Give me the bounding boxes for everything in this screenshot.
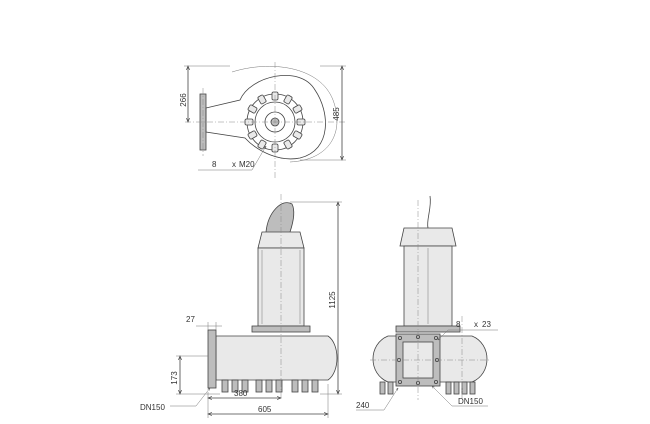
- front-outlet-label: DN150: [458, 397, 483, 406]
- flange-bolt-hole: [433, 379, 438, 384]
- dim-1125: 1125: [328, 291, 337, 309]
- side-foot-fin: [241, 379, 249, 393]
- side-foot-fin: [311, 379, 319, 393]
- top-bolt-times: x: [232, 160, 236, 169]
- motor-fin: [283, 139, 293, 150]
- front-bolt-spec: 23: [482, 320, 491, 329]
- front-top-cap: [399, 227, 457, 247]
- flange-bolt-hole: [397, 379, 402, 384]
- dim-27: 27: [186, 315, 195, 324]
- motor-fin: [247, 130, 258, 140]
- dim-173: 173: [170, 371, 179, 385]
- motor-fin: [247, 104, 258, 114]
- front-foot-fin: [445, 381, 452, 395]
- top-bolt-spec: M20: [239, 160, 255, 169]
- side-volute: [215, 335, 338, 381]
- dim-605: 605: [258, 405, 272, 414]
- front-foot-fin: [453, 381, 460, 395]
- front-view: 8 x 23 240 DN150: [356, 195, 498, 411]
- dim-240: 240: [356, 401, 370, 410]
- front-bolt-count: 8: [456, 320, 461, 329]
- flange-bolt-hole: [397, 335, 402, 340]
- dim-380: 380: [234, 389, 248, 398]
- side-foot-fin: [275, 379, 283, 393]
- front-foot-fin: [469, 381, 476, 395]
- front-foot-fin: [461, 381, 468, 395]
- flange-bolt-hole: [433, 335, 438, 340]
- dim-266: 266: [179, 93, 188, 107]
- side-foot-fin: [221, 379, 229, 393]
- front-collar: [395, 325, 461, 333]
- side-foot-fin: [265, 379, 273, 393]
- front-foot-fin: [387, 381, 394, 395]
- front-bolt-times: x: [474, 320, 478, 329]
- top-bolt-count: 8: [212, 160, 217, 169]
- side-foot-fin: [255, 379, 263, 393]
- motor-fin: [257, 94, 267, 105]
- motor-fin: [283, 94, 293, 105]
- motor-fin: [292, 104, 303, 114]
- side-foot-fin: [291, 379, 299, 393]
- side-foot-fin: [231, 379, 239, 393]
- front-foot-fin: [379, 381, 386, 395]
- side-view: 1125 27 173 380 605 DN150: [140, 194, 342, 418]
- volute-outline: [205, 75, 326, 160]
- side-outlet-label: DN150: [140, 403, 165, 412]
- motor-fin: [292, 130, 303, 140]
- top-view: 266 485 8 x M20: [179, 62, 346, 180]
- side-outlet-flange: [207, 329, 217, 389]
- dim-485: 485: [332, 107, 341, 121]
- side-lifting-handle: [265, 202, 295, 233]
- side-foot-fin: [301, 379, 309, 393]
